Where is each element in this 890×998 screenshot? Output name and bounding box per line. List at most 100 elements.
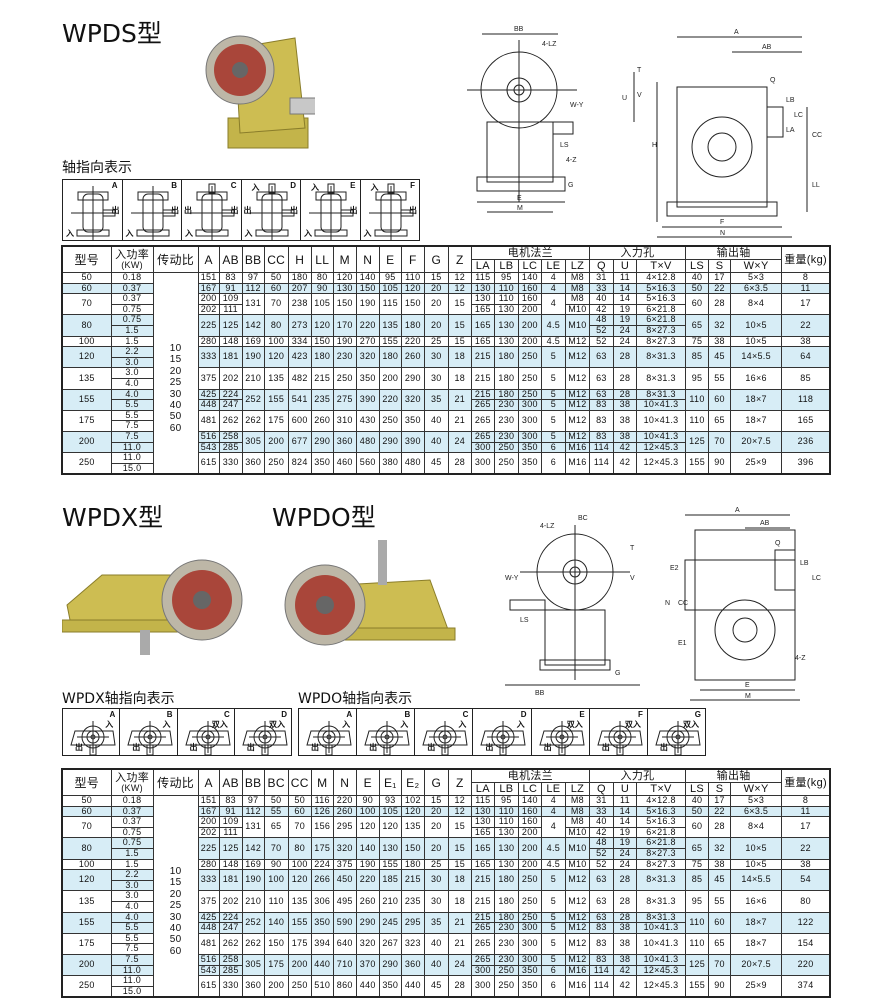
value-cell: 83: [588, 430, 614, 443]
value-cell: 91: [218, 805, 243, 818]
svg-text:CC: CC: [678, 600, 688, 607]
value-cell: 63: [588, 911, 614, 924]
power-cell: 11.0: [110, 975, 154, 987]
value-cell: 8: [781, 272, 831, 284]
value-cell: 210: [378, 890, 402, 913]
value-cell: 80: [287, 837, 312, 860]
value-cell: 38: [708, 858, 732, 871]
value-cell: 83: [588, 922, 614, 934]
value-cell: 38: [612, 922, 637, 934]
value-cell: 5: [540, 367, 566, 390]
value-cell: 55: [263, 805, 289, 818]
value-cell: 38: [612, 409, 637, 432]
value-cell: 5×16.3: [635, 293, 687, 305]
value-cell: 440: [310, 953, 334, 977]
input-label: 双入: [211, 720, 228, 729]
value-cell: 109: [218, 293, 243, 305]
svg-text:W-Y: W-Y: [570, 102, 584, 109]
power-cell: 4.0: [110, 900, 154, 913]
value-cell: 12: [447, 282, 472, 295]
value-cell: 110: [493, 282, 519, 295]
value-cell: 230: [493, 409, 519, 432]
value-cell: 280: [197, 335, 220, 348]
model-cell: 175: [61, 409, 112, 432]
value-cell: 450: [332, 869, 357, 892]
value-cell: 4×12.8: [635, 795, 687, 807]
input-label: 入: [458, 720, 467, 729]
value-cell: 60: [287, 805, 312, 818]
direction-letter: F: [637, 710, 643, 719]
value-cell: 70: [708, 953, 732, 977]
model-cell: 60: [61, 805, 112, 818]
header-output-shaft: 输出轴: [685, 768, 783, 783]
value-cell: 320: [332, 837, 357, 860]
value-cell: 448: [197, 922, 220, 934]
value-cell: M8: [564, 293, 590, 305]
power-cell: 0.18: [110, 272, 154, 284]
value-cell: 28: [708, 293, 732, 316]
input-label: 双入: [269, 720, 285, 729]
value-cell: 260: [355, 890, 380, 913]
value-cell: 60: [263, 282, 289, 295]
value-cell: 230: [493, 932, 519, 955]
value-cell: 180: [310, 346, 334, 369]
value-cell: 250: [263, 452, 289, 475]
value-cell: 21: [447, 911, 472, 934]
value-cell: 18: [447, 890, 472, 913]
header-power: 入功率(KW): [110, 245, 154, 273]
value-cell: 24: [612, 847, 637, 860]
value-cell: 126: [310, 805, 334, 818]
value-cell: 252: [241, 911, 265, 934]
value-cell: 5: [540, 869, 566, 892]
value-cell: 105: [310, 293, 334, 316]
value-cell: 224: [218, 388, 243, 401]
power-cell: 7.5: [110, 943, 154, 955]
value-cell: 181: [218, 346, 243, 369]
gearbox-horizontal-icon: [597, 721, 643, 756]
value-cell: 120: [332, 272, 357, 284]
value-cell: 202: [218, 890, 243, 913]
header-dim-BB: BB: [241, 245, 265, 273]
power-cell: 4.0: [110, 377, 154, 390]
value-cell: 615: [197, 452, 220, 475]
value-cell: 5: [540, 932, 566, 955]
value-cell: 10×5: [730, 335, 783, 348]
value-cell: 677: [287, 430, 312, 454]
value-cell: 15: [447, 314, 472, 337]
value-cell: 14×5.5: [730, 346, 783, 369]
value-cell: 374: [781, 975, 831, 998]
value-cell: 11: [612, 272, 637, 284]
model-cell: 70: [61, 816, 112, 839]
value-cell: 40: [423, 430, 449, 454]
value-cell: 200: [517, 837, 542, 860]
svg-text:LL: LL: [812, 182, 820, 189]
value-cell: M16: [564, 964, 590, 977]
value-cell: M12: [564, 399, 590, 411]
header-model: 型号: [61, 768, 112, 796]
value-cell: 175: [287, 932, 312, 955]
header-dim-F: F: [400, 245, 425, 273]
value-cell: 207: [287, 282, 312, 295]
value-cell: 110: [685, 911, 710, 934]
value-cell: 28: [612, 346, 637, 369]
value-cell: 40: [588, 293, 614, 305]
value-cell: 5: [540, 911, 566, 924]
value-cell: 60: [708, 388, 732, 411]
value-cell: 25×9: [730, 452, 783, 475]
value-cell: 14: [612, 816, 637, 828]
value-cell: 224: [218, 911, 243, 924]
value-cell: 35: [423, 911, 449, 934]
value-cell: 125: [685, 430, 710, 454]
svg-text:G: G: [568, 182, 573, 189]
value-cell: M12: [564, 335, 590, 348]
value-cell: M8: [564, 805, 590, 818]
value-cell: 10×41.3: [635, 430, 687, 443]
value-cell: 175: [263, 409, 289, 432]
